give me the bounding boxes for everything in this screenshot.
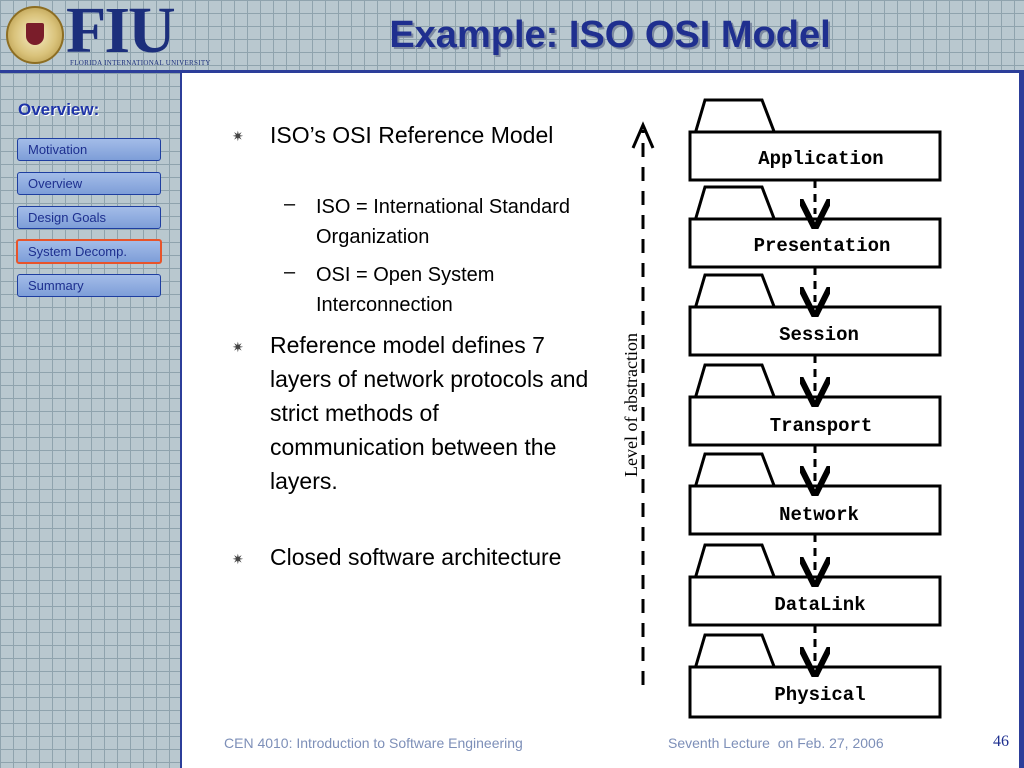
layer-tab [692,98,778,136]
layer-label-physical: Physical [774,684,865,706]
layer-tab [692,273,778,311]
logo-subtext: FLORIDA INTERNATIONAL UNIVERSITY [70,59,211,67]
bullet-text: Closed software architecture [270,544,562,570]
layer-label-presentation: Presentation [754,235,891,257]
header-divider [0,70,1024,73]
fiu-logo: FIU FLORIDA INTERNATIONAL UNIVERSITY [4,0,210,68]
sidebar-item-summary[interactable]: Summary [17,274,161,297]
footer-lecture: Seventh Lecture on Feb. 27, 2006 [668,735,884,751]
layer-box-application [688,130,942,182]
logo-text: FIU [66,0,176,67]
sidebar-item-overview[interactable]: Overview [17,172,161,195]
dash-icon: – [284,261,296,283]
layer-tab [692,543,778,581]
layer-label-transport: Transport [770,415,873,437]
sub-bullet-text: ISO = International Standard Organizatio… [316,196,571,248]
bullet-star-icon: ✷ [232,128,244,144]
sidebar-item-system-decomp[interactable]: System Decomp. [16,239,162,264]
layer-box-physical [688,665,942,719]
bullet-star-icon: ✷ [232,551,244,567]
bullet-text: Reference model defines 7 layers of netw… [270,332,589,494]
dash-icon: – [284,193,296,215]
layer-label-datalink: DataLink [774,594,865,616]
sidebar-item-motivation[interactable]: Motivation [17,138,161,161]
axis-label: Level of abstraction [621,333,641,477]
layer-tab [692,452,778,490]
sidebar-divider [180,73,182,768]
layer-tab [692,185,778,223]
seal-icon [6,6,64,64]
slide-title: Example: ISO OSI Model [389,14,831,56]
layer-tab [692,633,778,671]
layer-tab [692,363,778,401]
layer-label-network: Network [779,504,859,526]
page-number: 46 [993,733,1009,750]
layer-label-application: Application [758,148,883,170]
sidebar-item-design-goals[interactable]: Design Goals [17,206,161,229]
header-bar [0,0,1024,72]
sidebar-heading: Overview: [18,100,100,119]
right-border [1019,73,1024,768]
bullet-star-icon: ✷ [232,339,244,355]
sub-bullet-text: OSI = Open System Interconnection [316,264,495,316]
axis-arrow-icon [631,121,655,149]
footer-course: CEN 4010: Introduction to Software Engin… [224,735,523,751]
bullet-text: ISO’s OSI Reference Model [270,122,554,148]
layer-label-session: Session [779,324,859,346]
